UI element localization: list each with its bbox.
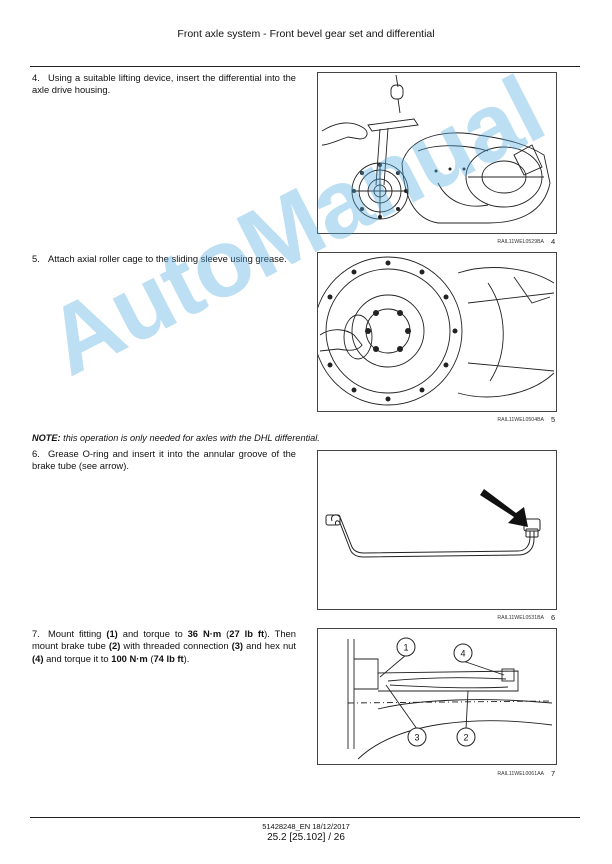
step-text-bold: 36 N·m bbox=[187, 628, 222, 639]
step-4: 4.Using a suitable lifting device, inser… bbox=[32, 72, 296, 97]
figure-code: RAIL11WEL0504BA bbox=[497, 417, 544, 423]
callout-3: 3 bbox=[414, 733, 419, 743]
step-number: 7. bbox=[32, 628, 40, 639]
callout-2: 2 bbox=[463, 733, 468, 743]
fitting-torque-illustration: 1 4 3 2 bbox=[347, 637, 553, 760]
callout-1: 1 bbox=[403, 643, 408, 653]
figure-number: 7 bbox=[551, 769, 556, 778]
figure-differential-install bbox=[317, 72, 557, 234]
note: NOTE: this operation is only needed for … bbox=[32, 433, 320, 443]
header-rule bbox=[30, 66, 580, 67]
footer-page-number: 25.2 [25.102] / 26 bbox=[267, 832, 345, 843]
note-label: NOTE: bbox=[32, 433, 61, 443]
step-text-run: Using a suitable lifting device, insert … bbox=[32, 72, 296, 96]
step-text-bold: 100 N·m bbox=[111, 652, 148, 664]
step-text: Mount fitting (1) and torque to 36 N·m (… bbox=[32, 628, 296, 664]
step-text-run: ( bbox=[221, 628, 230, 639]
differential-install-illustration bbox=[321, 74, 551, 224]
axial-roller-cage-illustration bbox=[318, 256, 555, 406]
figure-code: RAIL11WEL0061AA bbox=[497, 771, 544, 777]
brake-tube-illustration bbox=[325, 489, 541, 558]
step-7: 7.Mount fitting (1) and torque to 36 N·m… bbox=[32, 628, 296, 665]
step-text-bold: 27 lb ft bbox=[229, 628, 265, 639]
callout-4: 4 bbox=[460, 649, 465, 659]
figure-number: 6 bbox=[551, 613, 556, 622]
step-text: Grease O-ring and insert it into the ann… bbox=[32, 448, 296, 471]
step-text-run: and torque it to bbox=[43, 652, 112, 664]
step-text-bold: (2) bbox=[108, 640, 121, 652]
step-text-run: ). bbox=[183, 652, 190, 664]
step-text-run: Mount fitting bbox=[48, 628, 107, 639]
step-text-run: and torque to bbox=[117, 628, 188, 639]
step-text-bold: (3) bbox=[231, 640, 244, 652]
figure-code: RAIL11WEL0529BA bbox=[497, 239, 544, 245]
step-text: Attach axial roller cage to the sliding … bbox=[48, 253, 287, 264]
step-text-bold: (1) bbox=[106, 628, 118, 639]
figure-number: 4 bbox=[551, 237, 556, 246]
arrow-icon bbox=[480, 489, 528, 527]
step-text-bold: 74 lb ft bbox=[153, 652, 184, 664]
step-text-run: with threaded connection bbox=[120, 640, 232, 652]
step-text-run: Attach axial roller cage to the sliding … bbox=[48, 253, 287, 264]
figure-axial-roller-cage bbox=[317, 252, 557, 412]
figure-brake-tube bbox=[317, 450, 557, 610]
step-text: Using a suitable lifting device, insert … bbox=[32, 72, 296, 95]
step-text-run: ( bbox=[147, 652, 154, 664]
page-header-title: Front axle system - Front bevel gear set… bbox=[177, 28, 435, 40]
figure-number: 5 bbox=[551, 415, 556, 424]
note-text: this operation is only needed for axles … bbox=[60, 433, 320, 443]
figure-code: RAIL11WEL0531BA bbox=[497, 615, 544, 621]
step-text-bold: (4) bbox=[32, 652, 44, 664]
step-number: 5. bbox=[32, 253, 40, 264]
step-text-run: and hex nut bbox=[243, 640, 296, 652]
footer-rule bbox=[30, 817, 580, 818]
footer-doc-id: 51428248_EN 18/12/2017 bbox=[262, 822, 350, 831]
step-5: 5. Attach axial roller cage to the slidin… bbox=[32, 253, 296, 265]
step-6: 6.Grease O-ring and insert it into the a… bbox=[32, 448, 296, 473]
figure-fitting-torque: 1 4 3 2 bbox=[317, 628, 557, 765]
step-number: 6. bbox=[32, 448, 40, 459]
step-text-run: Grease O-ring and insert it into the ann… bbox=[32, 448, 296, 472]
step-number: 4. bbox=[32, 72, 40, 83]
step-text-run: ). Then mount brake tube bbox=[32, 628, 296, 652]
